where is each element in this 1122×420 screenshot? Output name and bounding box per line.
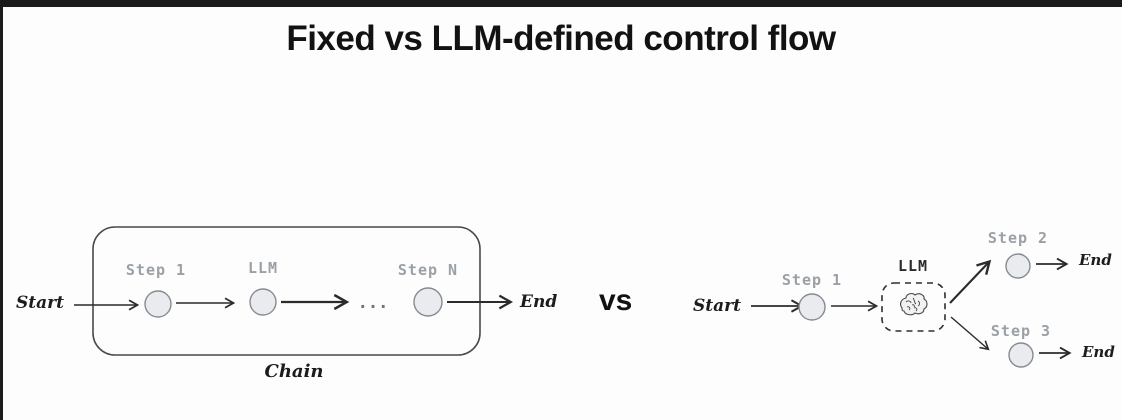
- llm-flow-end-bottom-label: End: [1082, 343, 1115, 361]
- fixed-flow-ellipsis: ...: [357, 293, 389, 313]
- window-frame-top: [0, 0, 1122, 7]
- fixed-flow-step1-label: Step 1: [125, 261, 187, 279]
- node-circle-step-1-right: [798, 293, 826, 321]
- vs-separator: vs: [599, 284, 633, 317]
- llm-flow-end-top-label: End: [1079, 251, 1112, 269]
- fixed-flow-stepn-label: Step N: [397, 261, 459, 279]
- node-circle-step-1: [144, 290, 172, 318]
- llm-flow-llm-label: LLM: [897, 257, 929, 275]
- fixed-flow-start-label: Start: [16, 293, 64, 313]
- connector-llm-to-step2: [949, 259, 992, 304]
- fixed-flow-diagram: [74, 226, 514, 356]
- chain-caption: Chain: [264, 361, 324, 382]
- connector-llm-to-step3: [950, 316, 990, 351]
- node-circle-step-n: [413, 287, 443, 317]
- llm-dashed-box: [881, 282, 946, 332]
- llm-flow-step1-label: Step 1: [781, 271, 843, 289]
- fixed-flow-llm-label: LLM: [247, 259, 279, 277]
- llm-flow-step3-label: Step 3: [990, 322, 1052, 340]
- node-circle-step-3: [1008, 342, 1034, 368]
- brain-icon: [900, 293, 928, 316]
- node-circle-step-2: [1005, 253, 1031, 279]
- node-circle-llm: [249, 288, 277, 316]
- llm-flow-step2-label: Step 2: [987, 229, 1049, 247]
- llm-flow-start-label: Start: [693, 296, 741, 316]
- page-title: Fixed vs LLM-defined control flow: [286, 19, 836, 58]
- llm-flow-diagram: [751, 253, 1072, 368]
- fixed-flow-end-label: End: [520, 292, 558, 312]
- window-frame-left: [0, 0, 3, 420]
- chain-container-box: [92, 226, 481, 356]
